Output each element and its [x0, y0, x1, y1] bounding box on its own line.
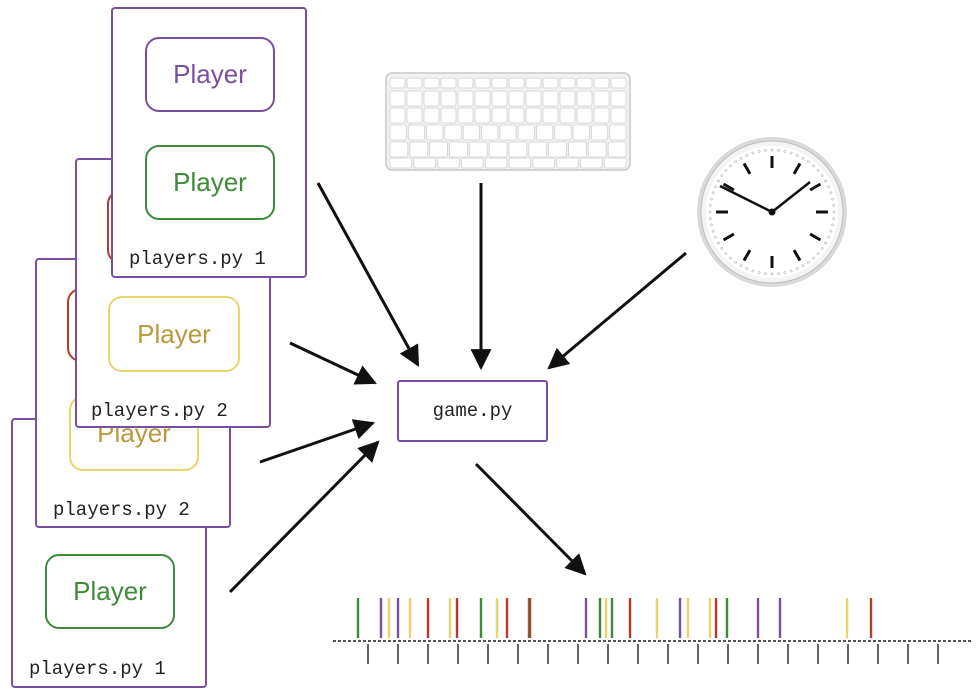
card-label: players.py 2	[53, 499, 190, 521]
arrow-card1-to-game	[316, 182, 420, 367]
arrow-game-to-timeline	[474, 462, 587, 576]
players-card-top[interactable]: Player Player players.py 1	[111, 7, 307, 278]
player-box[interactable]: Player	[145, 37, 275, 112]
timeline	[333, 598, 972, 664]
card-label: players.py 1	[129, 248, 266, 270]
player-box[interactable]: Player	[45, 554, 175, 629]
arrow-card3-to-game	[259, 419, 375, 464]
game-label: game.py	[432, 400, 513, 422]
player-box[interactable]: Player	[145, 145, 275, 220]
game-box[interactable]: game.py	[397, 380, 548, 442]
arrows	[228, 182, 687, 594]
card-label: players.py 2	[91, 400, 228, 422]
arrow-card2-to-game	[289, 341, 377, 385]
keyboard-icon	[385, 72, 631, 171]
arrow-card4-to-game	[228, 440, 380, 594]
card-label: players.py 1	[29, 658, 166, 680]
clock-icon	[697, 137, 847, 287]
arrow-clock-to-game	[547, 251, 687, 370]
player-box[interactable]: Player	[108, 296, 240, 372]
